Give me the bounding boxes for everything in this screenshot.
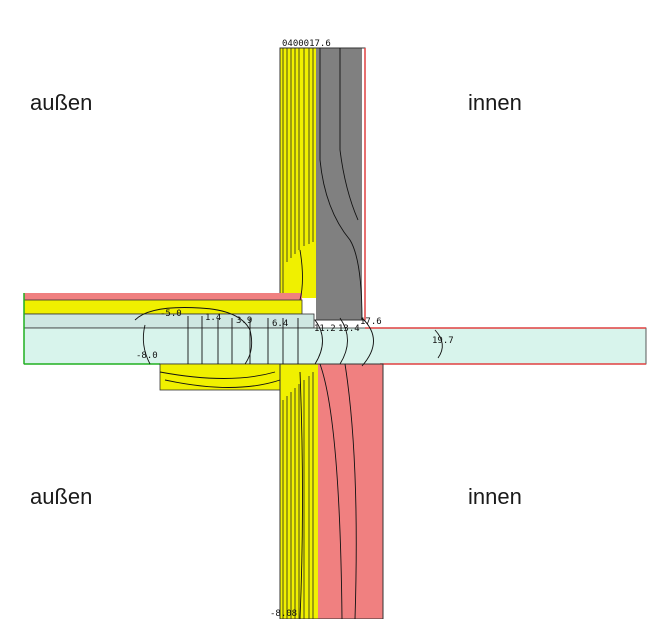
isotherm-label-bottom: -8.08 xyxy=(270,609,297,619)
isotherm-label-slab-1: 1.4 xyxy=(205,313,221,323)
slab xyxy=(23,327,647,365)
isotherm-label-slab-7: 19.7 xyxy=(432,336,454,346)
label-inside-bottom: innen xyxy=(468,484,522,509)
label-inside-top: innen xyxy=(468,90,522,115)
isotherm-label-slab-2: 3.9 xyxy=(236,316,252,326)
slab-underside-insulation xyxy=(159,363,281,391)
isotherm-label-slab-8: -8.0 xyxy=(136,351,158,361)
lower-masonry xyxy=(318,364,383,619)
lower-insulation-lines xyxy=(282,372,314,619)
isotherm-label-slab-4: 11.2 xyxy=(314,324,336,334)
upper-concrete-wall xyxy=(316,48,362,320)
lower-wall-outline xyxy=(279,363,384,619)
slab-isotherms xyxy=(134,307,443,367)
label-outside-top: außen xyxy=(30,90,93,115)
upper-insulation xyxy=(280,48,316,298)
slab-top-layer xyxy=(24,293,302,303)
isotherm-label-slab-6: 17.6 xyxy=(360,317,382,327)
isotherm-label-slab-5: 13.4 xyxy=(338,324,360,334)
isotherm-label-slab-0: -5.0 xyxy=(160,309,182,319)
upper-insulation-lines xyxy=(282,48,314,296)
isotherm-label-top: 0400017.6 xyxy=(282,39,331,49)
label-outside-bottom: außen xyxy=(30,484,93,509)
wall-isotherms xyxy=(159,48,363,619)
isotherm-label-slab-3: 6.4 xyxy=(272,319,288,329)
